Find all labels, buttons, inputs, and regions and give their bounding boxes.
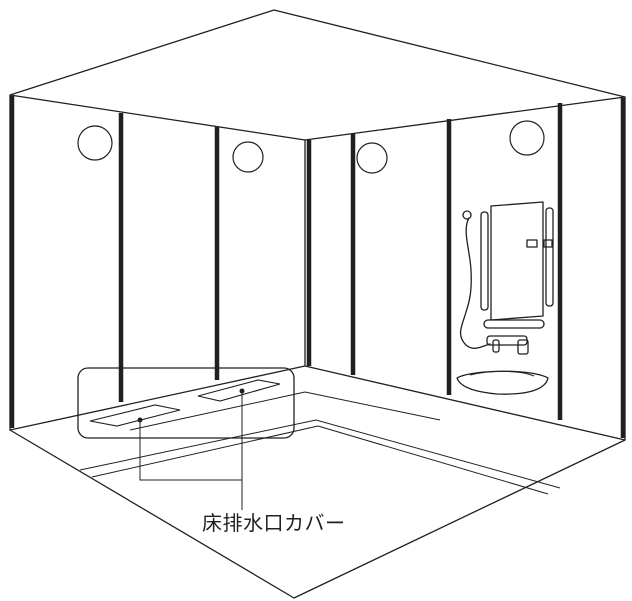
right-wall-panels [350,98,626,438]
drain-cover-label: 床排水口カバー [202,511,346,535]
left-wall-panels [9,96,312,428]
drain-cover-left [89,404,181,427]
callout-leaders [137,388,245,510]
mirror [490,201,544,321]
right-grab-bar [545,207,554,307]
shower-head-icon [462,210,472,220]
light-3 [356,142,388,174]
ceiling [9,9,626,141]
light-1 [77,125,113,161]
wash-unit [456,201,554,395]
drain-cover-right [197,379,281,402]
light-2 [232,141,264,173]
shower-hose [459,217,491,349]
floor-drain-covers [89,379,281,427]
left-grab-bar [480,211,489,311]
light-4 [509,120,545,156]
floor-seams [79,391,561,495]
drain-highlight-box [77,367,295,439]
towel-bar [483,319,545,329]
ceiling-lights [77,120,545,174]
